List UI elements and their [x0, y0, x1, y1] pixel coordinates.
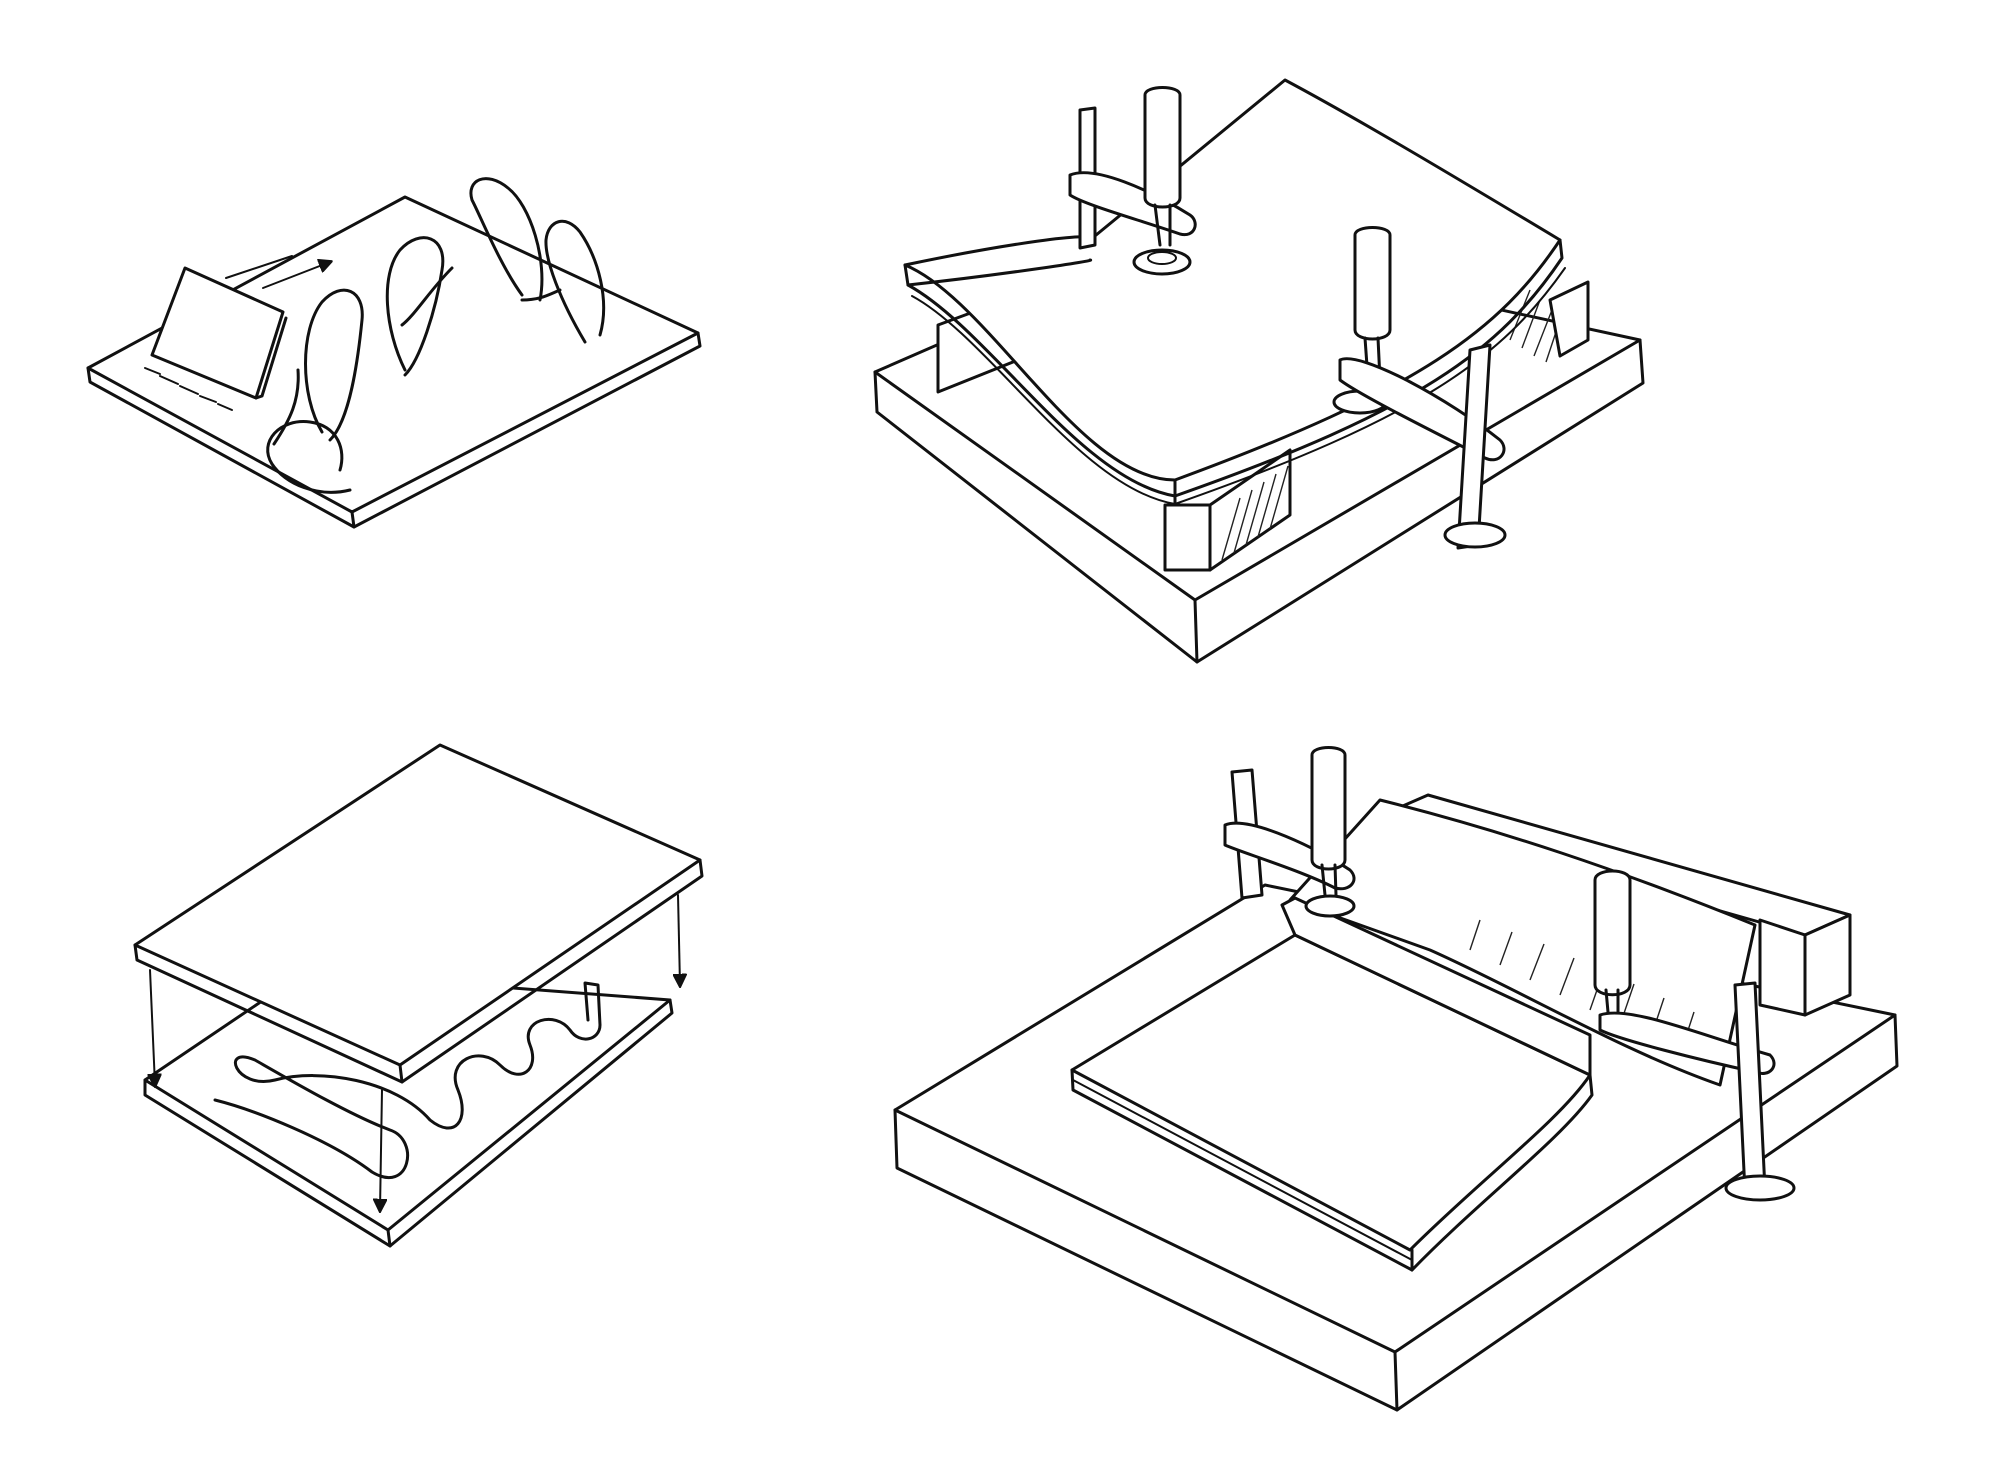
support-block-front: [1163, 503, 1212, 572]
curved-panel-standing: [1288, 798, 1757, 1087]
glue-bead-icon: [266, 177, 606, 494]
bar-clamp-icon: [1593, 869, 1796, 1202]
bar-clamp-icon: [1068, 86, 1197, 276]
lower-arrow-icon: [150, 969, 155, 1085]
panel-glue-spreading: [86, 177, 702, 529]
glue-bead-icon: [213, 981, 602, 1180]
support-block-back: [1548, 280, 1590, 358]
shading-hatch: [1221, 289, 1561, 561]
bar-clamp-icon: [1332, 226, 1507, 550]
glue-spreader-icon: [150, 266, 285, 400]
panel-placing-top-board: [133, 743, 704, 1248]
lower-arrow-icon: [380, 1089, 382, 1210]
lower-arrow-icon: [678, 894, 680, 985]
bar-clamp-icon: [1223, 746, 1356, 918]
spread-direction-arrow-icon: [262, 262, 330, 289]
panel-clamping-curved: [873, 78, 1645, 664]
glue-marks: [144, 367, 233, 411]
panel-clamping-flat: [893, 746, 1899, 1412]
